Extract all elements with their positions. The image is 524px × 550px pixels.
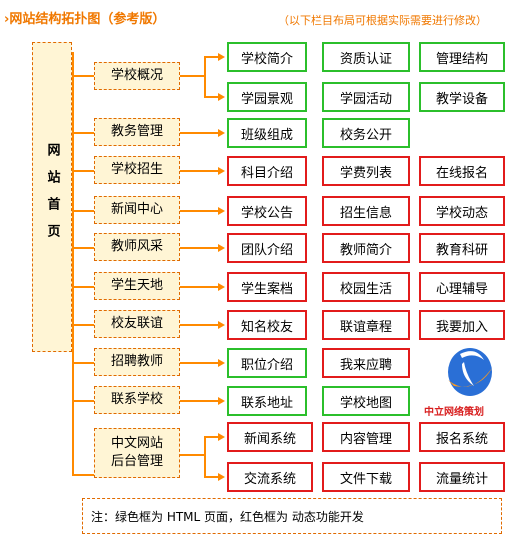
page-campus-life[interactable]: 校园生活 (322, 272, 410, 302)
page-school-map[interactable]: 学校地图 (322, 386, 410, 416)
category-admissions[interactable]: 学校招生 (94, 156, 180, 184)
page-team-intro[interactable]: 团队介绍 (227, 233, 307, 263)
connector-line (180, 400, 218, 402)
page-teacher-profiles[interactable]: 教师简介 (322, 233, 410, 263)
branch-line (72, 170, 94, 172)
arrow-icon (218, 321, 225, 329)
page-campus-activities[interactable]: 学园活动 (322, 82, 410, 112)
connector-line (180, 454, 204, 456)
connector-line (204, 56, 218, 58)
arrow-icon (218, 53, 225, 61)
page-campus-scenery[interactable]: 学园景观 (227, 82, 307, 112)
page-school-news[interactable]: 学校动态 (419, 196, 505, 226)
arrow-icon (218, 359, 225, 367)
connector-line (180, 247, 218, 249)
system-file-download[interactable]: 文件下载 (322, 462, 410, 492)
diagram-title: ›网站结构拓扑图（参考版） (4, 12, 166, 27)
logo-text: 中立网络策划 (424, 407, 484, 418)
legend-note: 注：绿色框为 HTML 页面，红色框为 动态功能开发 (82, 498, 502, 534)
connector-line (180, 362, 218, 364)
branch-line (72, 75, 94, 77)
page-class-composition[interactable]: 班级组成 (227, 118, 307, 148)
category-news-center[interactable]: 新闻中心 (94, 196, 180, 224)
page-alumni-charter[interactable]: 联谊章程 (322, 310, 410, 340)
home-label: 网站首页 (44, 143, 60, 251)
system-content-management[interactable]: 内容管理 (322, 422, 410, 452)
category-backend[interactable]: 中文网站 后台管理 (94, 428, 180, 478)
page-counseling[interactable]: 心理辅导 (419, 272, 505, 302)
arrow-icon (218, 433, 225, 441)
connector-line (180, 170, 218, 172)
branch-line (72, 400, 94, 402)
trunk-line (72, 52, 74, 476)
connector-line (180, 132, 218, 134)
page-tuition-list[interactable]: 学费列表 (322, 156, 410, 186)
arrow-icon (218, 207, 225, 215)
system-news[interactable]: 新闻系统 (227, 422, 313, 452)
system-communication[interactable]: 交流系统 (227, 462, 313, 492)
branch-line (72, 362, 94, 364)
page-subject-intro[interactable]: 科目介绍 (227, 156, 307, 186)
system-traffic-stats[interactable]: 流量统计 (419, 462, 505, 492)
arrow-icon (218, 167, 225, 175)
connector-line (204, 436, 218, 438)
arrow-icon (218, 283, 225, 291)
page-qualifications[interactable]: 资质认证 (322, 42, 410, 72)
connector-line (180, 286, 218, 288)
branch-line (72, 210, 94, 212)
page-job-intro[interactable]: 职位介绍 (227, 348, 307, 378)
category-contact[interactable]: 联系学校 (94, 386, 180, 414)
page-school-notices[interactable]: 学校公告 (227, 196, 307, 226)
home-box: 网站首页 (32, 42, 72, 352)
page-teaching-equipment[interactable]: 教学设备 (419, 82, 505, 112)
category-backend-line1: 中文网站 (110, 436, 163, 451)
page-school-intro[interactable]: 学校简介 (227, 42, 307, 72)
page-student-records[interactable]: 学生案档 (227, 272, 307, 302)
page-famous-alumni[interactable]: 知名校友 (227, 310, 307, 340)
page-contact-address[interactable]: 联系地址 (227, 386, 307, 416)
connector-line (204, 436, 206, 478)
arrow-icon (218, 397, 225, 405)
category-school-overview[interactable]: 学校概况 (94, 62, 180, 90)
page-school-affairs[interactable]: 校务公开 (322, 118, 410, 148)
branch-line (72, 286, 94, 288)
page-admission-info[interactable]: 招生信息 (322, 196, 410, 226)
connector-line (204, 56, 206, 98)
arrow-icon (218, 244, 225, 252)
category-academic-affairs[interactable]: 教务管理 (94, 118, 180, 146)
connector-line (180, 210, 218, 212)
system-registration[interactable]: 报名系统 (419, 422, 505, 452)
page-apply-job[interactable]: 我来应聘 (322, 348, 410, 378)
page-online-registration[interactable]: 在线报名 (419, 156, 505, 186)
connector-line (180, 75, 204, 77)
arrow-icon (218, 129, 225, 137)
page-education-research[interactable]: 教育科研 (419, 233, 505, 263)
category-backend-line2: 后台管理 (110, 454, 163, 469)
arrow-icon (218, 473, 225, 481)
layout-note: （以下栏目布局可根据实际需要进行修改） (278, 14, 487, 27)
connector-line (204, 96, 218, 98)
arrow-icon (218, 93, 225, 101)
category-students[interactable]: 学生天地 (94, 272, 180, 300)
branch-line (72, 247, 94, 249)
branch-line (72, 132, 94, 134)
branch-line (72, 324, 94, 326)
page-join-alumni[interactable]: 我要加入 (419, 310, 505, 340)
company-logo (448, 348, 492, 396)
page-management-structure[interactable]: 管理结构 (419, 42, 505, 72)
category-teachers[interactable]: 教师风采 (94, 233, 180, 261)
branch-line (72, 474, 94, 476)
connector-line (180, 324, 218, 326)
category-alumni[interactable]: 校友联谊 (94, 310, 180, 338)
category-recruit-teachers[interactable]: 招聘教师 (94, 348, 180, 376)
connector-line (204, 476, 218, 478)
